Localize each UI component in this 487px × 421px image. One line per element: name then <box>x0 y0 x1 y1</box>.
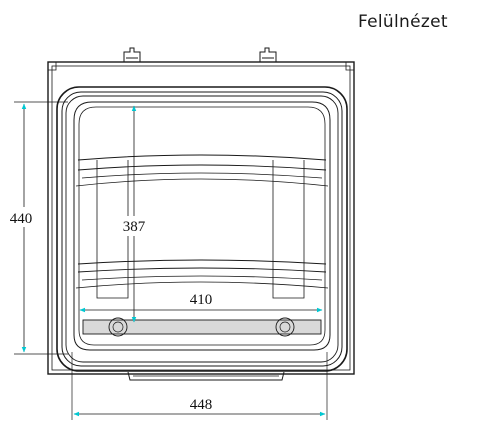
roller-left <box>108 317 128 337</box>
dimension-label-410: 410 <box>190 292 213 308</box>
front-bar <box>82 317 322 337</box>
dimension-width-448: 448 <box>71 352 328 420</box>
dimension-height-440: 440 <box>4 101 68 355</box>
view-title: Felülnézet <box>358 12 448 32</box>
dimension-width-410: 410 <box>79 292 323 313</box>
roller-right <box>275 317 295 337</box>
dimension-label-387: 387 <box>123 219 146 235</box>
sink-outline <box>47 61 355 381</box>
mounting-clips <box>123 47 277 62</box>
dimension-label-448: 448 <box>190 397 213 413</box>
dimension-label-440: 440 <box>10 211 33 227</box>
basket-ribs <box>75 154 329 299</box>
dimension-height-387: 387 <box>118 105 152 323</box>
